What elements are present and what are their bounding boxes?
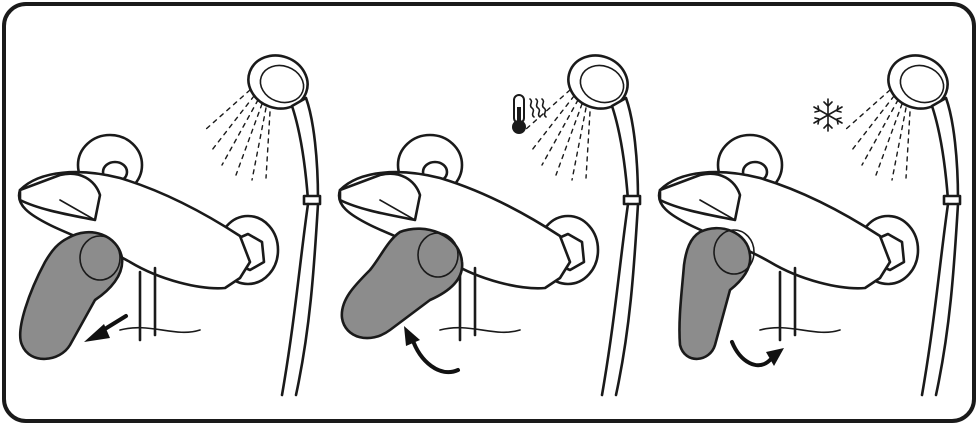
- diagram-canvas: [0, 0, 978, 425]
- instruction-diagram: [0, 0, 978, 425]
